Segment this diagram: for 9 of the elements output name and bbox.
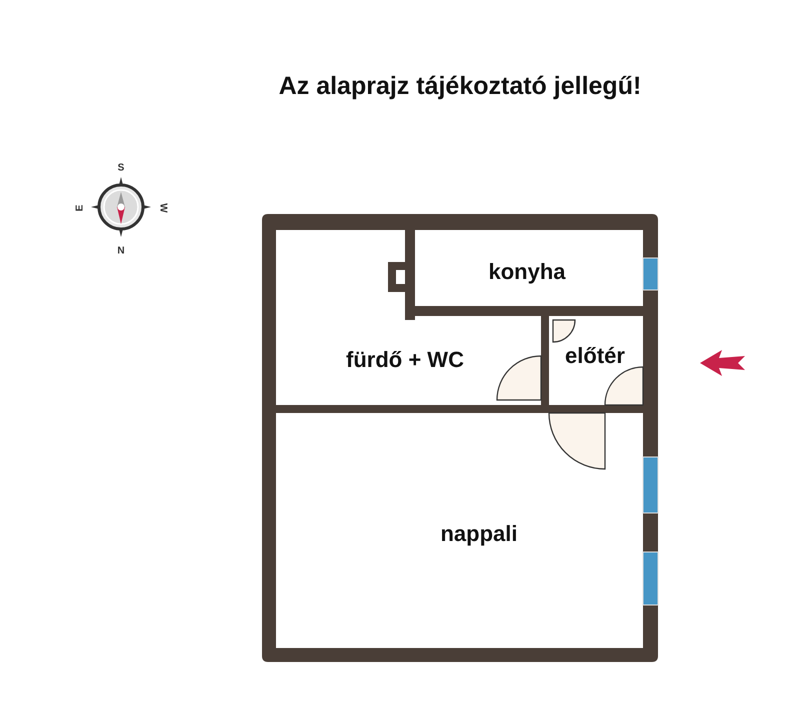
plan-title: Az alaprajz tájékoztató jellegű! (278, 72, 642, 101)
room-label: konyha (488, 259, 566, 285)
compass-direction-letter: N (117, 246, 125, 256)
compass-direction-letter: W (158, 203, 168, 213)
room-label: előtér (565, 343, 625, 369)
compass-direction-letter: E (74, 204, 86, 212)
compass-direction-letter: S (118, 162, 124, 174)
room-label: fürdő + WC (346, 347, 464, 373)
room-label: nappali (440, 521, 518, 547)
